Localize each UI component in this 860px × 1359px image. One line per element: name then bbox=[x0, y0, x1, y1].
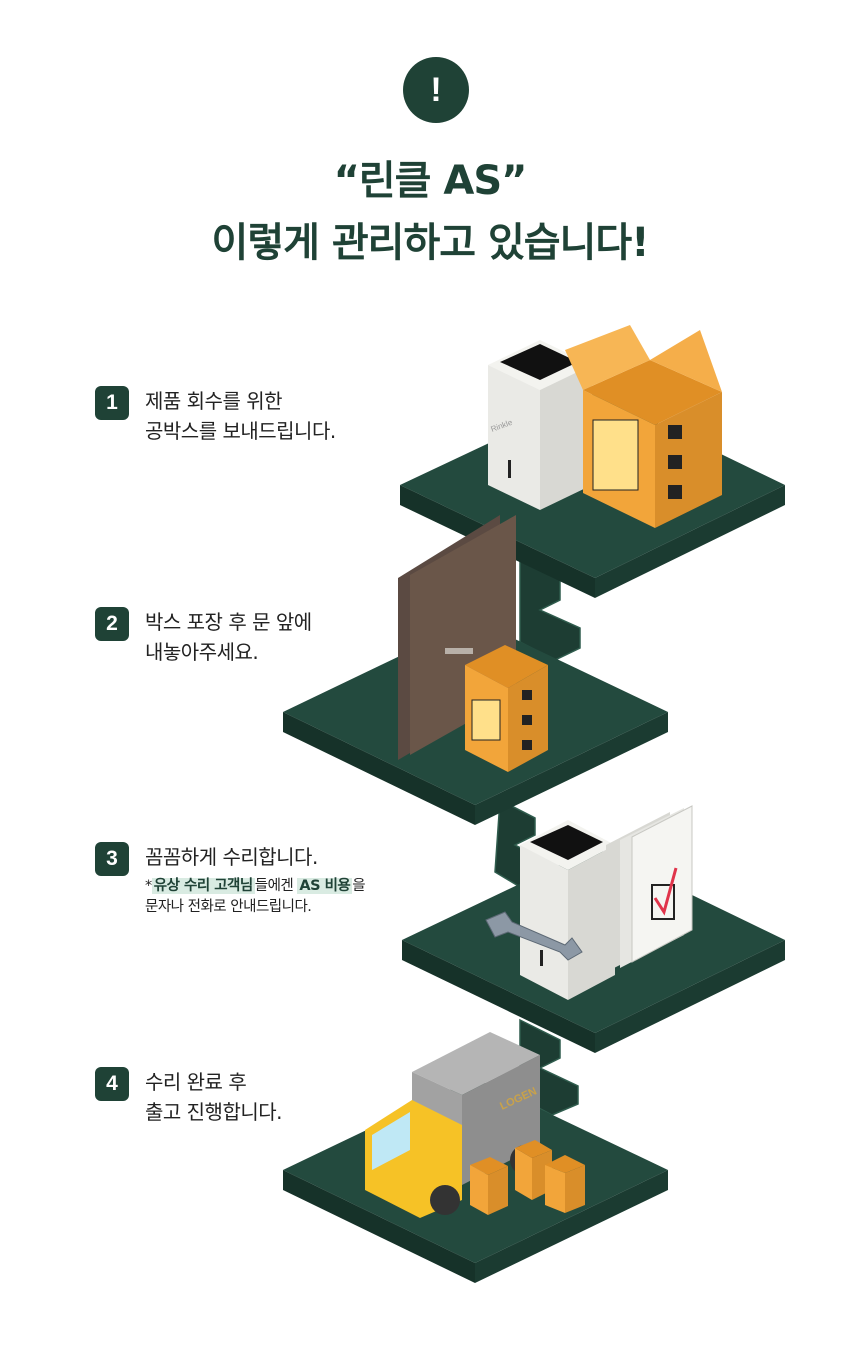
note-suffix: 을 bbox=[352, 878, 366, 894]
step-number-2: 2 bbox=[95, 607, 129, 641]
delivery-truck bbox=[365, 1032, 540, 1218]
step-2-text: 박스 포장 후 문 앞에 내놓아주세요. bbox=[145, 607, 312, 667]
step-2: 2 박스 포장 후 문 앞에 내놓아주세요. bbox=[95, 607, 312, 667]
step-number-4: 4 bbox=[95, 1067, 129, 1101]
note-highlight-customer: 유상 수리 고객님 bbox=[151, 878, 255, 894]
step-2-line2: 내놓아주세요. bbox=[145, 640, 259, 664]
note-line2: 문자나 전화로 안내드립니다. bbox=[145, 899, 312, 915]
step-4: 4 수리 완료 후 출고 진행합니다. bbox=[95, 1067, 283, 1127]
step-4-text: 수리 완료 후 출고 진행합니다. bbox=[145, 1067, 283, 1127]
checklist-panel bbox=[606, 805, 693, 972]
step-4-line1: 수리 완료 후 bbox=[145, 1070, 247, 1094]
step-number-1: 1 bbox=[95, 386, 129, 420]
step-4-line2: 출고 진행합니다. bbox=[145, 1100, 283, 1124]
step-number-3: 3 bbox=[95, 842, 129, 876]
note-mid: 들에겐 bbox=[254, 878, 298, 894]
page-subtitle: 이렇게 관리하고 있습니다! bbox=[211, 220, 650, 266]
alert-icon: ! bbox=[403, 57, 469, 123]
step-2-line1: 박스 포장 후 문 앞에 bbox=[145, 610, 312, 634]
step-1: 1 제품 회수를 위한 공박스를 보내드립니다. bbox=[95, 386, 336, 446]
page-title: “린클 AS” bbox=[333, 158, 528, 204]
packed-box bbox=[465, 645, 548, 772]
note-highlight-cost: AS 비용 bbox=[297, 878, 353, 894]
product-unit-1 bbox=[488, 340, 592, 510]
product-unit-2 bbox=[520, 820, 615, 1000]
step-1-line1: 제품 회수를 위한 bbox=[145, 389, 283, 413]
wrench-icon bbox=[485, 911, 583, 961]
step-3-line1: 꼼꼼하게 수리합니다. bbox=[145, 845, 318, 869]
open-box bbox=[565, 325, 722, 528]
delivered-boxes bbox=[470, 1140, 585, 1215]
step-1-text: 제품 회수를 위한 공박스를 보내드립니다. bbox=[145, 386, 336, 446]
step-1-line2: 공박스를 보내드립니다. bbox=[145, 419, 336, 443]
note-asterisk: * bbox=[145, 878, 152, 894]
